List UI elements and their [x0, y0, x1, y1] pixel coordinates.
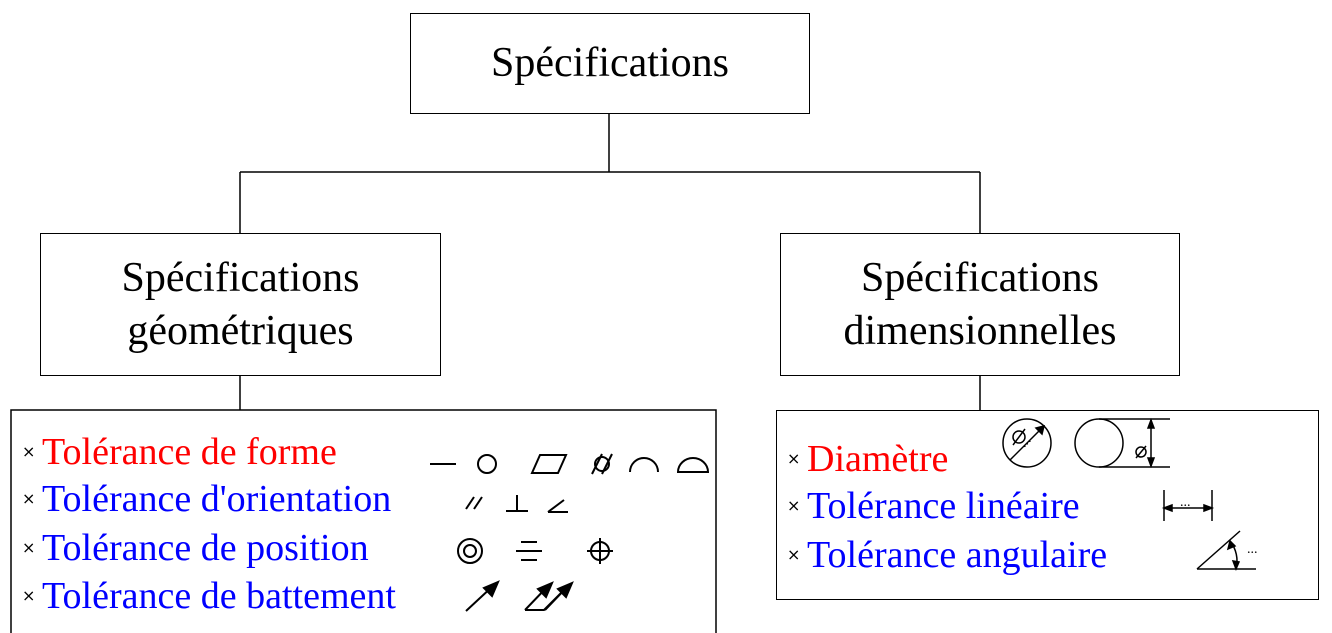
list-item-angulaire: × Tolérance angulaire: [787, 533, 1107, 580]
line-profile-icon: [629, 457, 659, 473]
geometric-list: × Tolérance de forme × Tolérance d'orienta…: [22, 430, 712, 630]
angular-dimension-icon: [1196, 530, 1256, 572]
list-item-diametre: × Diamètre: [787, 437, 948, 484]
item-label: Tolérance linéaire: [807, 485, 1080, 527]
list-item-forme: × Tolérance de forme: [22, 430, 337, 477]
list-item-orientation: × Tolérance d'orientation: [22, 477, 391, 524]
angularity-icon: [547, 499, 568, 513]
diameter-circle-icon: [1002, 418, 1052, 468]
list-item-battement: × Tolérance de battement: [22, 574, 396, 621]
item-label: Tolérance de position: [42, 527, 369, 569]
cylindricity-icon: [591, 453, 613, 475]
circularity-icon: [477, 454, 497, 474]
bullet-icon: ×: [787, 496, 801, 516]
bullet-icon: ×: [787, 545, 801, 565]
bullet-icon: ×: [22, 489, 36, 509]
flatness-icon: [530, 454, 568, 474]
perpendicularity-icon: [506, 495, 528, 512]
item-label: Tolérance de forme: [42, 431, 337, 473]
root-title: Spécifications: [491, 40, 729, 87]
bullet-icon: ×: [22, 586, 36, 606]
linear-dots-label: ...: [1180, 495, 1191, 510]
item-label: Diamètre: [807, 438, 949, 480]
bullet-icon: ×: [22, 538, 36, 558]
item-label: Tolérance angulaire: [807, 534, 1108, 576]
position-icon: [587, 538, 613, 564]
linear-dimension-icon: [1161, 490, 1215, 521]
list-item-position: × Tolérance de position: [22, 526, 369, 573]
symmetry-icon: [516, 541, 542, 561]
surface-profile-icon: [676, 457, 710, 473]
root-node: Spécifications: [410, 13, 810, 114]
total-runout-icon: [524, 581, 574, 611]
concentricity-icon: [457, 538, 483, 564]
dimensional-title-line2: dimensionnelles: [843, 307, 1117, 354]
geometric-node: Spécifications géométriques: [40, 233, 441, 376]
geometric-title-line1: Spécifications: [121, 255, 360, 301]
bullet-icon: ×: [787, 449, 801, 469]
dimensional-list: × Diamètre × Tolérance linéaire × Tolérance…: [787, 437, 1317, 597]
parallelism-icon: [465, 496, 483, 510]
angular-dots-label: ...: [1247, 542, 1258, 557]
item-label: Tolérance d'orientation: [42, 478, 392, 520]
dimensional-title-line1: Spécifications: [861, 255, 1099, 301]
bullet-icon: ×: [22, 442, 36, 462]
diameter-tangent-icon: [1074, 417, 1170, 469]
circular-runout-icon: [465, 580, 500, 612]
dimensional-node: Spécifications dimensionnelles: [780, 233, 1180, 376]
list-item-lineaire: × Tolérance linéaire: [787, 484, 1080, 531]
geometric-title-line2: géométriques: [127, 307, 354, 354]
item-label: Tolérance de battement: [42, 575, 396, 617]
diameter-dots-label: ...: [1016, 433, 1034, 451]
